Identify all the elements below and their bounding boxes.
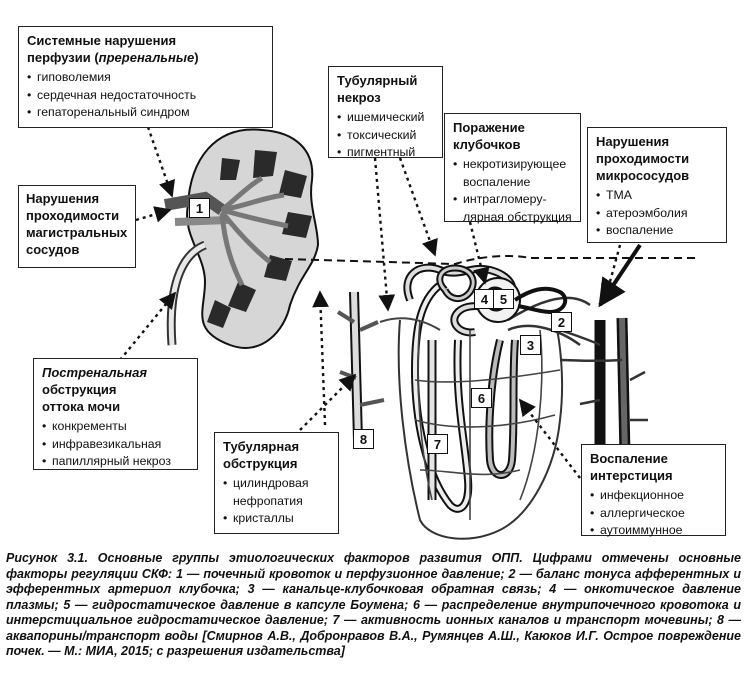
- box-postrenal: Постренальная обструкция оттока мочи кон…: [33, 358, 198, 471]
- title-line: Воспаление: [590, 451, 668, 466]
- box-interstitium: Воспаление интерстиция инфекционное алле…: [581, 444, 726, 540]
- list-item: гиповолемия: [27, 69, 264, 87]
- list-item: цилиндровая нефропатия: [223, 475, 330, 511]
- box-glomerular-title: Поражение клубочков: [453, 120, 572, 154]
- list-item: интрагломеру-лярная обструкция: [453, 191, 572, 227]
- kidney: [163, 128, 320, 349]
- nephron-illustration: [119, 126, 700, 540]
- title-line: клубочков: [453, 136, 521, 152]
- label-6: 6: [471, 388, 492, 408]
- list-item: кристаллы: [223, 510, 330, 528]
- list-item: пигментный: [337, 144, 434, 162]
- list-item: аллергическое: [590, 505, 717, 523]
- title-line: Поражение: [453, 120, 525, 135]
- arrow-vessels: [135, 206, 172, 223]
- list-item: инфравезикальная: [42, 436, 189, 454]
- box-tubular-obstruction-title: Тубулярная обструкция: [223, 439, 330, 473]
- arrow-necrosis-2: [398, 157, 438, 257]
- arrow-tub-obstr-1: [312, 290, 329, 426]
- box-tubular-necrosis: Тубулярный некроз ишемический токсически…: [328, 66, 443, 162]
- list-item: инфекционное: [590, 487, 717, 505]
- label-8: 8: [353, 429, 374, 449]
- box-tubular-obstruction-list: цилиндровая нефропатия кристаллы: [223, 475, 330, 528]
- title-line: обструкция: [223, 455, 298, 471]
- list-item: аутоиммунное: [590, 522, 717, 540]
- list-item: атероэмболия: [596, 205, 718, 223]
- list-item: токсический: [337, 127, 434, 145]
- box-prerenal: Системные нарушения перфузии (преренальн…: [18, 26, 273, 128]
- title-line: проходимости: [26, 207, 120, 223]
- label-1: 1: [189, 198, 210, 218]
- box-tubular-necrosis-title: Тубулярный некроз: [337, 73, 434, 107]
- box-prerenal-list: гиповолемия сердечная недостаточность ге…: [27, 69, 264, 122]
- list-item: некротизирующее воспаление: [453, 156, 572, 192]
- box-tubular-obstruction: Тубулярная обструкция цилиндровая нефропа…: [214, 432, 339, 534]
- arrow-prerenal: [146, 126, 175, 198]
- list-item-line: интрагломеру-: [463, 192, 547, 207]
- list-item-line: нефропатия: [233, 493, 303, 508]
- title-line: оттока мочи: [42, 398, 121, 414]
- arrow-necrosis-1: [373, 157, 396, 312]
- box-tubular-necrosis-list: ишемический токсический пигментный: [337, 109, 434, 162]
- box-microvessels-title: Нарушения проходимости микрососудов: [596, 134, 718, 185]
- label-4: 4: [474, 289, 495, 309]
- label-5: 5: [493, 289, 514, 309]
- title-line: магистральных: [26, 224, 128, 240]
- list-item: конкременты: [42, 418, 189, 436]
- box-microvessels-list: ТМА атероэмболия воспаление: [596, 187, 718, 240]
- title-italic: Постренальная: [42, 365, 148, 380]
- label-7: 7: [427, 434, 448, 454]
- title-line: проходимости: [596, 150, 690, 166]
- list-item: сердечная недостаточность: [27, 87, 264, 105]
- list-item: гепаторенальный синдром: [27, 104, 264, 122]
- arrows: [119, 126, 622, 479]
- label-2: 2: [551, 312, 572, 332]
- title-line: Тубулярная: [223, 439, 300, 454]
- title-italic: преренальные: [98, 49, 195, 65]
- title-line: интерстиция: [590, 467, 673, 483]
- box-vessels-title: Нарушения проходимости магистральных сос…: [26, 191, 128, 259]
- box-microvessels: Нарушения проходимости микрососудов ТМА …: [587, 127, 727, 243]
- title-line: обструкция: [42, 381, 117, 397]
- list-item: воспаление: [596, 222, 718, 240]
- title-line: Системные нарушения: [27, 33, 177, 48]
- dashed-separator: [284, 255, 700, 266]
- list-item-line: воспаление: [463, 174, 531, 189]
- figure-caption: Рисунок 3.1. Основные группы этиологичес…: [6, 551, 741, 658]
- box-glomerular-list: некротизирующее воспаление интрагломеру-л…: [453, 156, 572, 227]
- list-item: папиллярный некроз: [42, 453, 189, 471]
- box-prerenal-title: Системные нарушения перфузии (преренальн…: [27, 33, 264, 67]
- title-line: сосудов: [26, 241, 80, 257]
- box-interstitium-title: Воспаление интерстиция: [590, 451, 717, 485]
- list-item: ТМА: [596, 187, 718, 205]
- figure: Системные нарушения перфузии (преренальн…: [0, 0, 745, 545]
- title-plain: перфузии (: [27, 49, 99, 65]
- title-line: микрососудов: [596, 167, 690, 183]
- box-vessels: Нарушения проходимости магистральных сос…: [18, 185, 136, 268]
- list-item-line: лярная обструкция: [463, 210, 572, 225]
- title-close: ): [194, 49, 199, 65]
- box-postrenal-title: Постренальная обструкция оттока мочи: [42, 365, 189, 416]
- title-line: некроз: [337, 89, 381, 105]
- box-postrenal-list: конкременты инфравезикальная папиллярный…: [42, 418, 189, 471]
- arrow-micro-solid: [598, 243, 642, 308]
- box-interstitium-list: инфекционное аллергическое аутоиммунное: [590, 487, 717, 540]
- list-item-line: некротизирующее: [463, 156, 567, 171]
- title-line: Нарушения: [596, 134, 670, 149]
- arrow-tub-obstr-2: [299, 373, 357, 431]
- title-line: Нарушения: [26, 191, 100, 206]
- arrow-postrenal: [119, 291, 177, 361]
- label-3: 3: [520, 335, 541, 355]
- box-glomerular: Поражение клубочков некротизирующее воспа…: [444, 113, 581, 224]
- arrow-interstitium: [518, 398, 581, 479]
- list-item-line: цилиндровая: [233, 475, 309, 490]
- arrow-micro-1: [600, 244, 622, 302]
- list-item: ишемический: [337, 109, 434, 127]
- title-line: Тубулярный: [337, 73, 418, 88]
